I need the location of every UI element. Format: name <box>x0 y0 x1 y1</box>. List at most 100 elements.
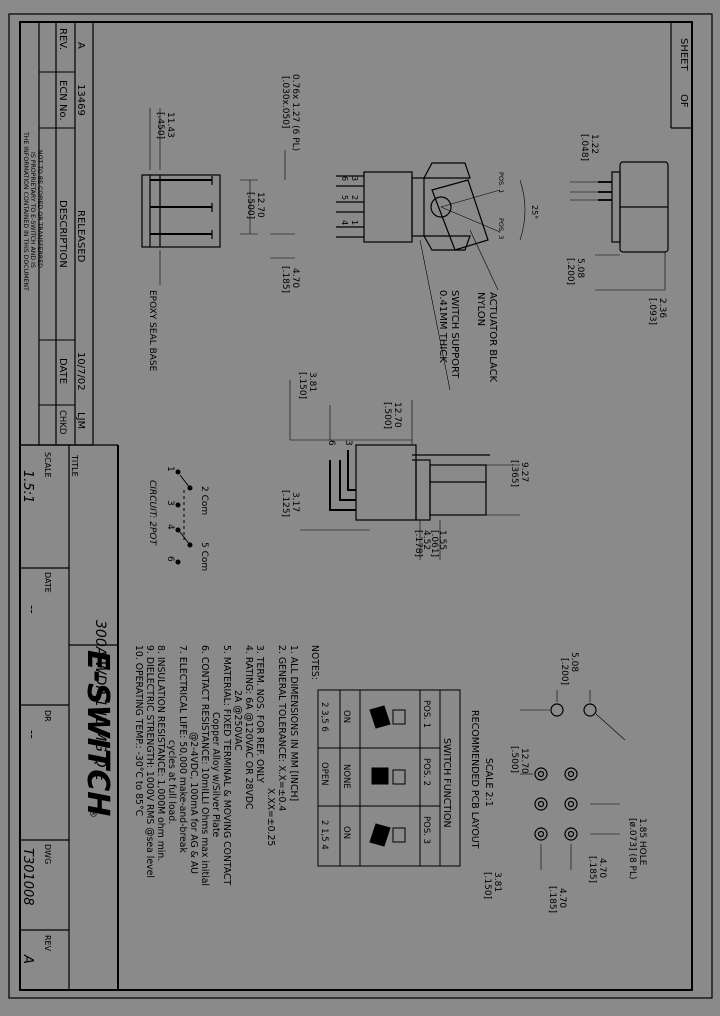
dim-front-9: 1.55 <box>437 530 447 550</box>
dim-front-6: [.125] <box>280 490 290 517</box>
revision-block-text: REV. A ECN No. 13469 DESCRIPTION RELEASE… <box>22 28 86 435</box>
dr-value: -- <box>25 730 39 739</box>
rev-label: REV <box>43 935 52 952</box>
pin-label-5: 5 <box>340 195 349 200</box>
pcb-dim-5: 12.70 <box>519 748 529 774</box>
e-switch-logo: E-SWITCH <box>80 650 115 816</box>
note-line-4: 3. TERM. NOS. FOR REF. ONLY <box>254 645 265 783</box>
pcb-dim-3: 1.85 HOLE <box>637 818 647 866</box>
dim-side-3: 0.76x 1.27 (6 PL) <box>290 74 300 151</box>
of-label: OF <box>678 94 689 108</box>
pcb-dim-11: 4.70 <box>557 888 567 908</box>
front-view-dims: 3.81 [.150] 12.70 [.500] 3.17 [.125] 9.2… <box>280 372 529 557</box>
front-pin-label-6: 6 <box>326 440 336 446</box>
pin-label-6: 6 <box>340 176 349 181</box>
note-line-8: Copper Alloy w/Silver Plate <box>210 712 221 837</box>
dim-front-3: 12.70 <box>392 402 402 428</box>
note-line-11: 7. ELECTRICAL LIFE: 50,000 make-and-brea… <box>177 645 188 853</box>
date-label: DATE <box>43 572 52 593</box>
note-line-2: 2. GENERAL TOLERANCE: X.X=±0.4 <box>276 645 287 811</box>
chkd-header: CHKD <box>57 410 67 435</box>
circuit-diagram <box>175 469 193 565</box>
pcb-layout <box>520 690 626 870</box>
date-value: -- <box>25 605 39 614</box>
dim-front-5: 3.17 <box>290 492 300 512</box>
pcb-layout-text: RECOMMENDED PCB LAYOUT SCALE 2:1 5.08 [.… <box>469 652 647 913</box>
note-line-13: 8. INSULATION RESISTANCE: 1,000M ohm min… <box>155 645 166 861</box>
sf-state-1: ON <box>341 710 351 723</box>
note-line-7: 5. MATERIAL: FIXED TERMINAL & MOVING CON… <box>221 645 232 886</box>
dim-side-5: 12.70 <box>255 192 265 218</box>
title-block <box>20 444 119 990</box>
dr-label: DR <box>43 710 52 722</box>
circuit-label-5com: 5 Com <box>199 542 209 571</box>
sf-state-2: NONE <box>341 764 351 789</box>
pcb-dim-6: [.500] <box>509 746 519 773</box>
sf-pins-1: 2 3,5 6 <box>319 702 329 732</box>
date-header: DATE <box>57 358 68 384</box>
side-view-dims: 11.43 [.450] 0.76x 1.27 (6 PL) [.030x.05… <box>147 74 300 372</box>
switch-function-table <box>317 689 461 867</box>
note-line-10: @2-4VDC, 100mA for AG & AU <box>188 732 199 874</box>
dim-end-5: 2.36 <box>657 298 667 318</box>
pcb-dim-2: [.200] <box>559 658 569 685</box>
dim-side-7: 4.70 <box>290 268 300 288</box>
note-line-12: cycles at full load. <box>166 740 177 824</box>
top-view-text: 6 3 5 2 4 1 POS. 1 POS. 3 25° ACTUATOR B… <box>340 172 539 383</box>
circuit-label-3: 3 <box>165 500 175 506</box>
proprietary-line-3: NOT TO BE COPIED OR TRANSFERRED <box>36 150 43 268</box>
dim-front-11: 4.52 <box>421 530 431 550</box>
circuit-text: 2 Com 5 Com 1 3 4 6 CIRCUIT: 2POT <box>147 466 209 571</box>
sf-pins-2: OPEN <box>319 762 329 786</box>
dim-front-12: [.178] <box>413 530 423 557</box>
sf-state-3: ON <box>341 826 351 839</box>
pin-label-4: 4 <box>340 220 349 225</box>
ecn-value: 13469 <box>75 84 86 116</box>
actuator-label-2: NYLON <box>475 292 486 326</box>
dim-front-7: 9.27 <box>519 462 529 482</box>
ecn-header: ECN No. <box>57 80 68 121</box>
scale-value: 1.5:1 <box>20 470 35 503</box>
rev-value: A <box>75 42 86 49</box>
notes: NOTES: 1. ALL DIMENSIONS IN MM [INCH] 2.… <box>133 645 320 886</box>
dim-front-8: [.365] <box>509 460 519 487</box>
end-view-dims: 1.22 [.048] 5.08 [.200] 2.36 [.093] <box>565 134 667 325</box>
drawing-border <box>8 13 713 999</box>
pcb-dim-7: 3.81 <box>492 872 502 892</box>
pcb-heading: RECOMMENDED PCB LAYOUT <box>469 710 480 849</box>
rev-header: REV. <box>57 28 68 50</box>
sf-pos-1: POS. 1 <box>421 700 431 728</box>
pcb-dim-4: [ø.073] (8 PL) <box>627 818 637 879</box>
note-line-9: 6. CONTACT RESISTANCE: 10mILLI Ohms max … <box>199 645 210 886</box>
pin-label-3: 3 <box>350 176 359 181</box>
title-label: TITLE <box>70 454 79 477</box>
pin-label-2: 2 <box>350 195 359 200</box>
dim-end-3: 5.08 <box>575 258 585 278</box>
dim-front-10: [.061] <box>429 530 439 557</box>
note-line-3: X.XX=±0.25 <box>265 788 276 846</box>
sf-pos-2: POS. 2 <box>421 758 431 786</box>
dim-front-2: [.150] <box>297 372 307 399</box>
top-view <box>336 162 526 391</box>
circuit-label-6: 6 <box>165 556 175 562</box>
circuit-label-4: 4 <box>165 524 175 530</box>
circuit-caption: CIRCUIT: 2POT <box>147 480 157 547</box>
dim-side-6: [.500] <box>245 192 255 219</box>
pcb-dim-12: [.185] <box>547 886 557 913</box>
pcb-dim-1: 5.08 <box>569 652 579 672</box>
note-line-1: 1. ALL DIMENSIONS IN MM [INCH] <box>288 645 299 801</box>
dim-side-1: 11.43 <box>165 112 175 138</box>
front-view <box>289 380 520 560</box>
dim-front-1: 3.81 <box>307 372 317 392</box>
dim-side-4: [.030x.050] <box>280 76 290 128</box>
angle-label: 25° <box>530 205 539 219</box>
description-value: RELEASED <box>75 210 86 263</box>
sheet-label: SHEET <box>678 38 689 72</box>
sheet-strip: SHEET OF <box>670 22 692 129</box>
actuator-label-1: ACTUATOR BLACK <box>487 292 498 383</box>
dim-side-2: [.450] <box>155 112 165 139</box>
circuit-label-2com: 2 Com <box>199 486 209 515</box>
title-value: 300A WDP 1 J1 MG Q E <box>92 620 108 781</box>
epoxy-seal-label: EPOXY SEAL BASE <box>147 290 157 372</box>
